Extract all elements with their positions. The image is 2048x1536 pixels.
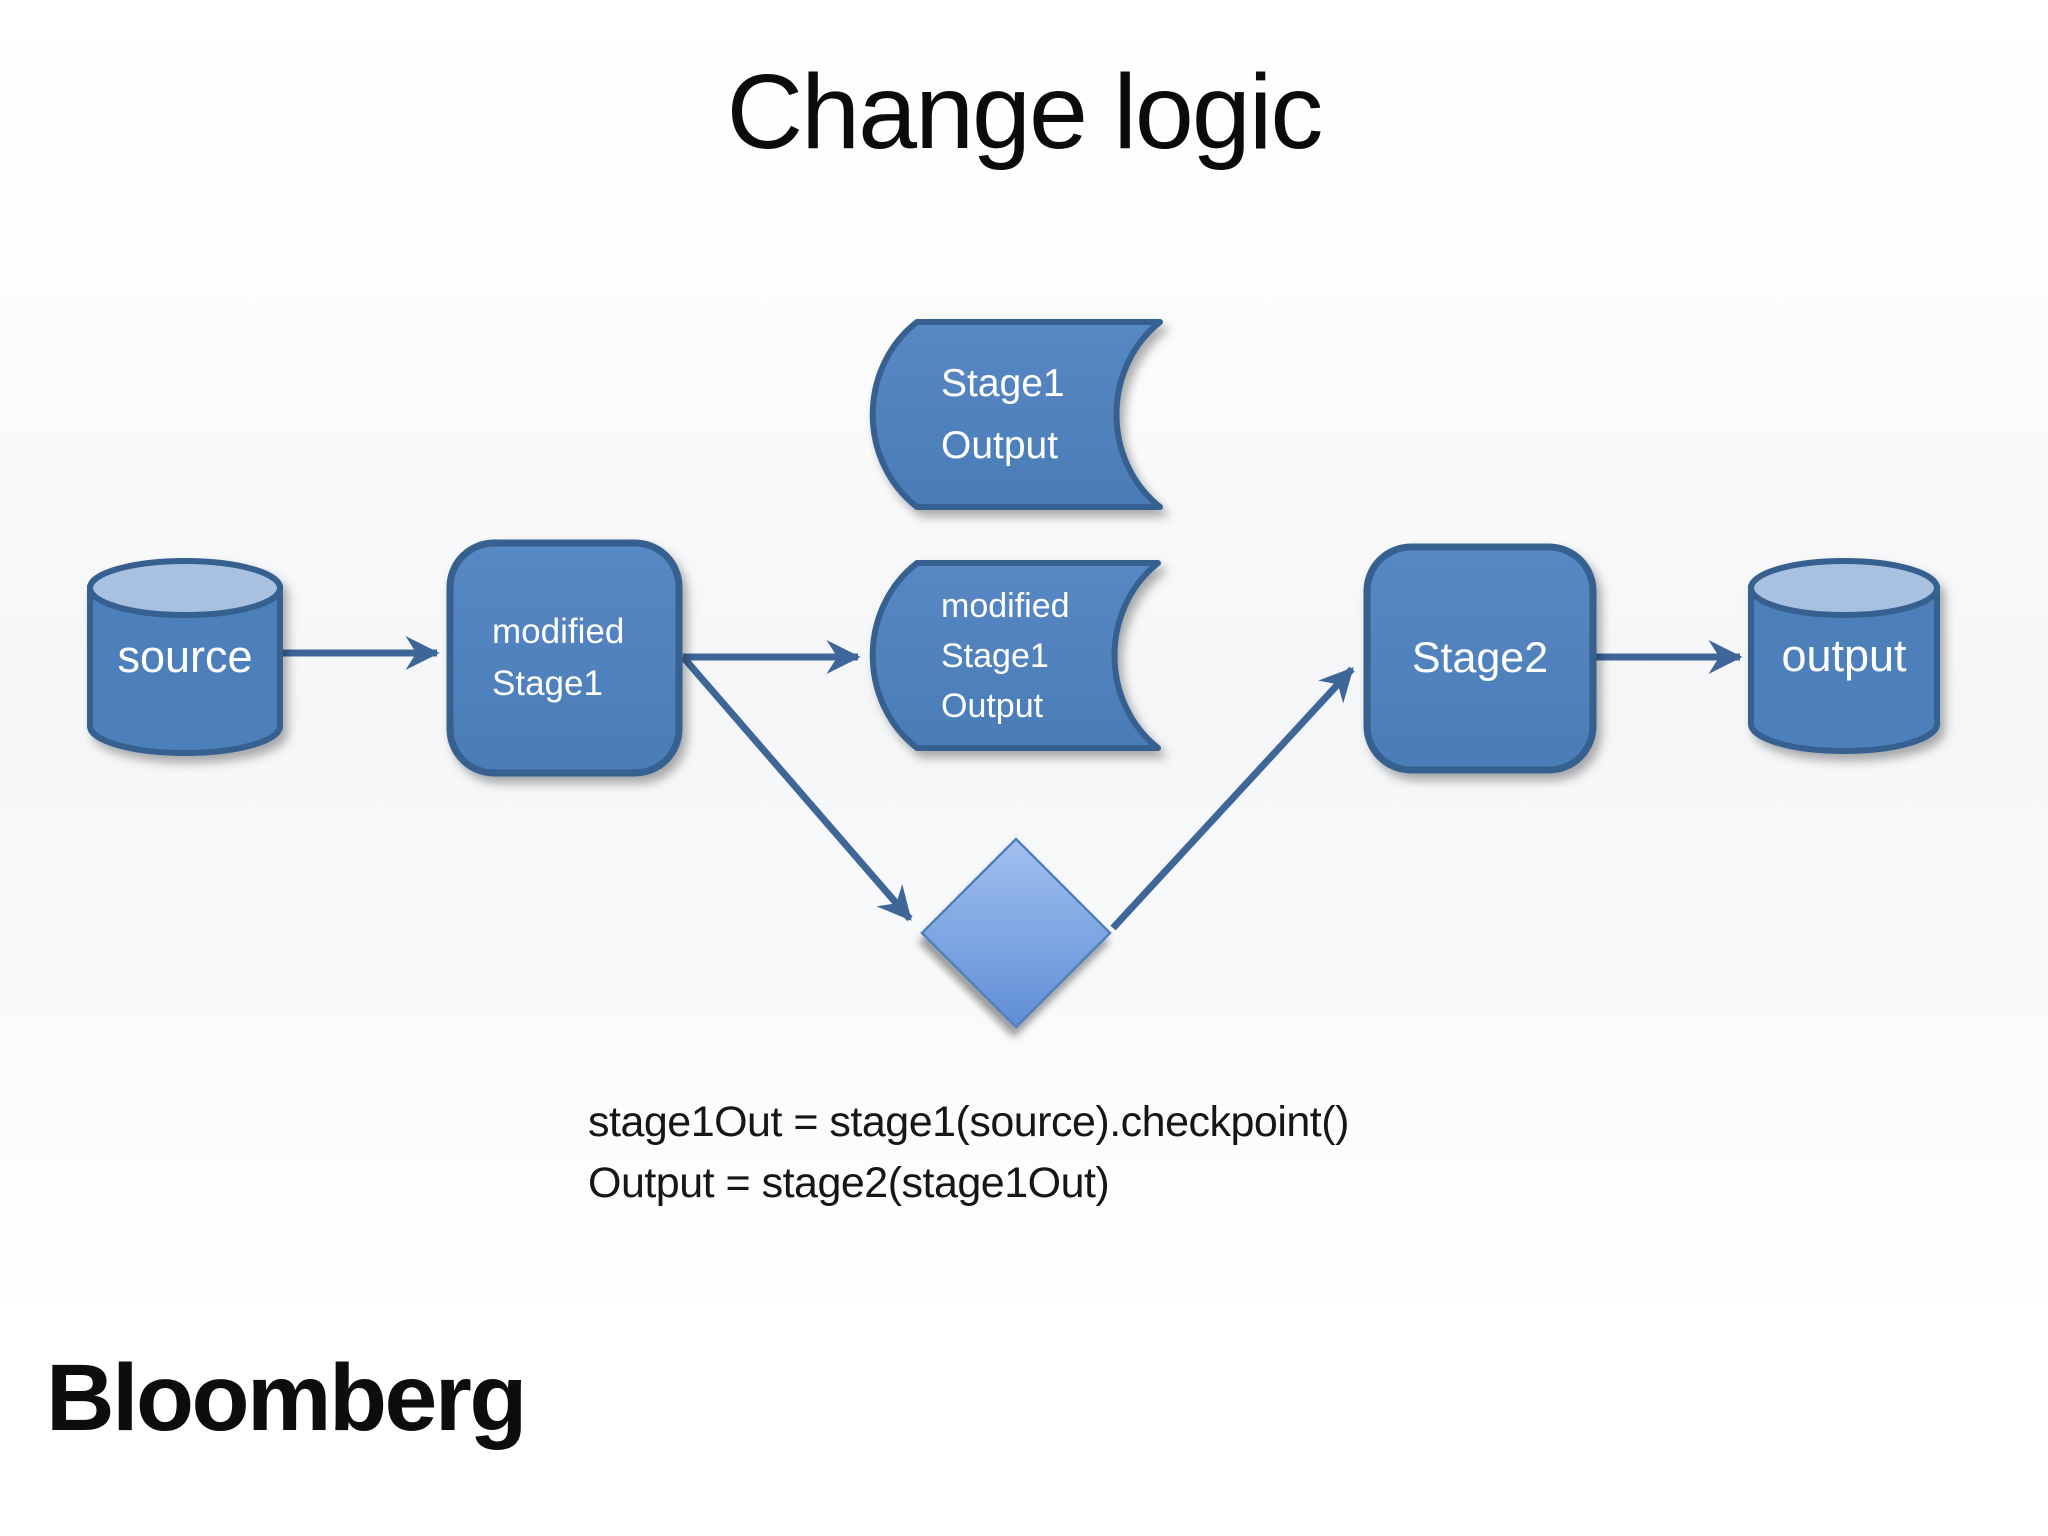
output-cylinder-top bbox=[1748, 558, 1940, 618]
stage1-output-node bbox=[869, 319, 1163, 510]
source-cylinder bbox=[87, 558, 283, 756]
code-line-1: stage1Out = stage1(source).checkpoint() bbox=[588, 1098, 1349, 1146]
page-title: Change logic bbox=[726, 53, 1324, 171]
edge-modified-stage1-to-decision bbox=[680, 654, 913, 922]
bloomberg-logo: Bloomberg bbox=[46, 1345, 527, 1451]
code-line-2: Output = stage2(stage1Out) bbox=[588, 1159, 1110, 1207]
code-snippet: stage1Out = stage1(source).checkpoint() … bbox=[588, 1092, 1349, 1214]
output-cylinder bbox=[1748, 558, 1940, 754]
modified-stage1-output-node bbox=[869, 560, 1161, 751]
modified-stage1-node bbox=[446, 539, 683, 777]
decision-diamond bbox=[920, 837, 1112, 1029]
edge-decision-to-stage2 bbox=[1110, 666, 1355, 931]
source-cylinder-top bbox=[87, 558, 283, 618]
stage2-node bbox=[1363, 543, 1597, 774]
